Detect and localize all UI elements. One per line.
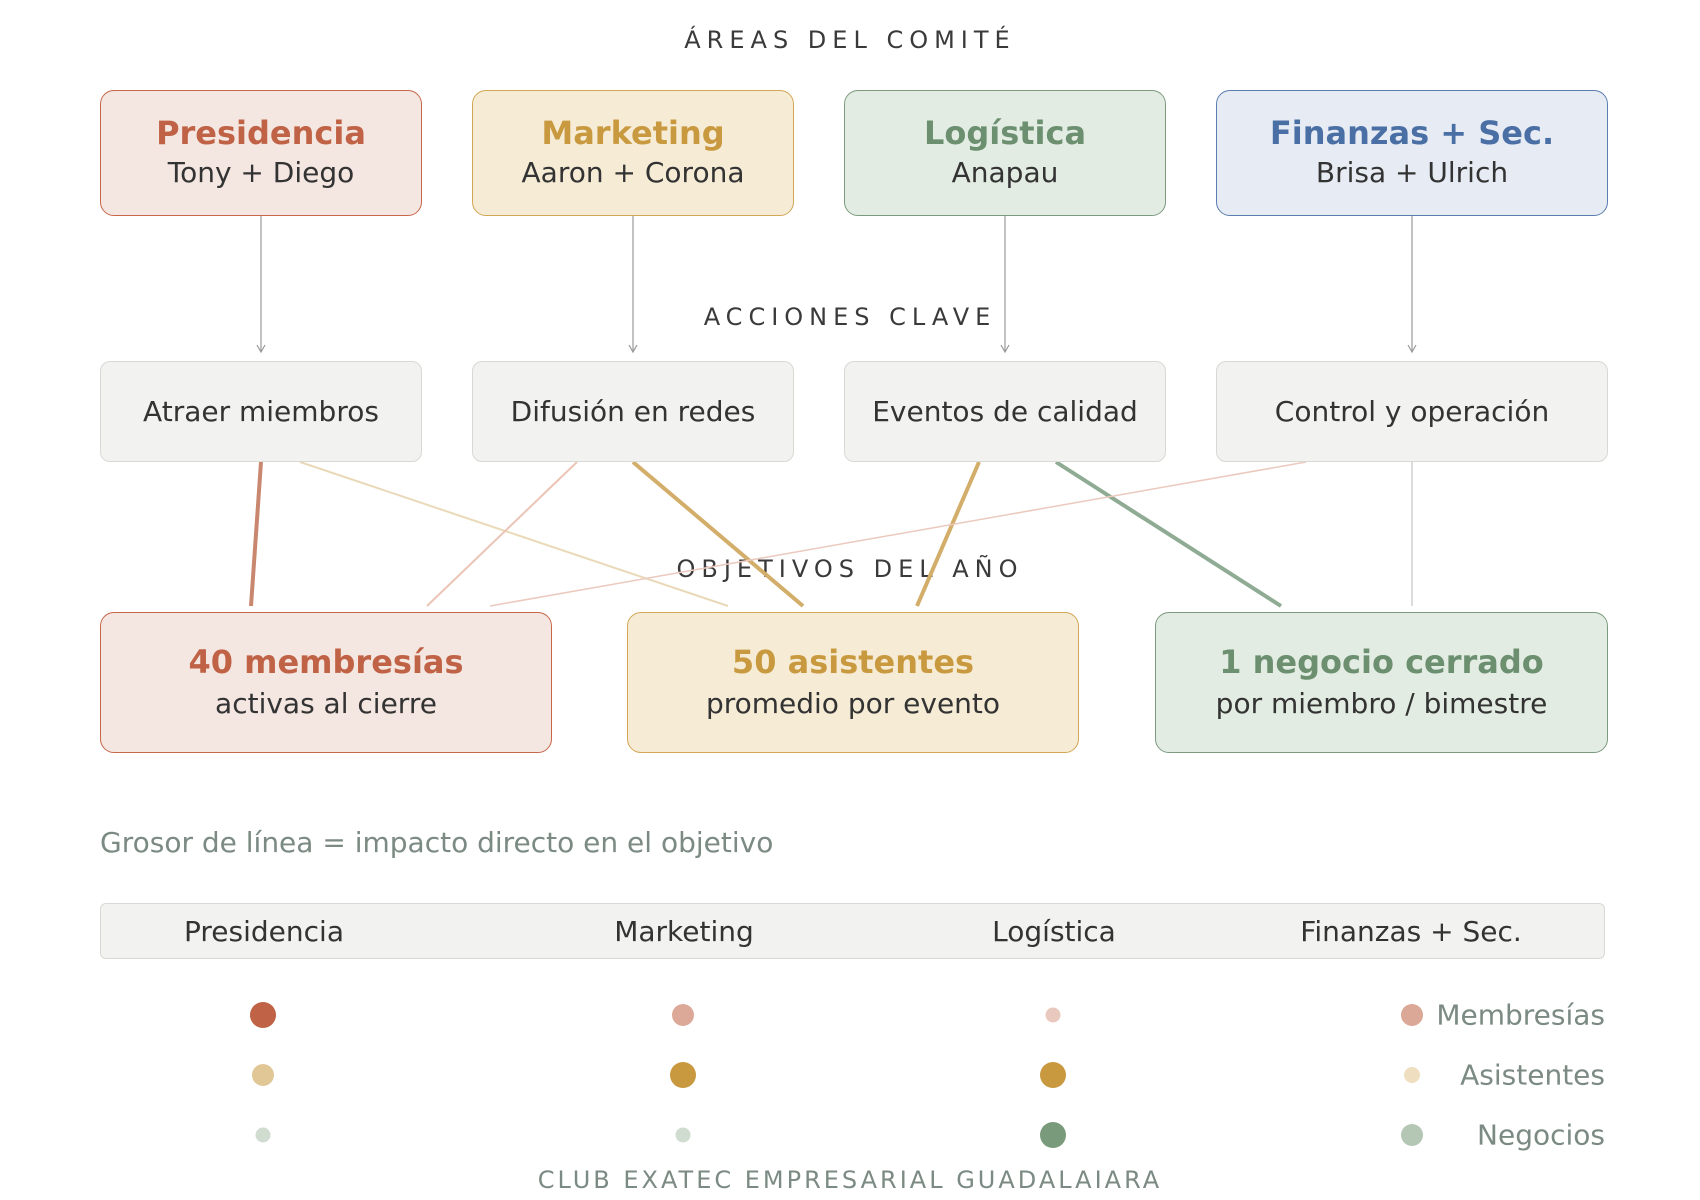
matrix-header-presidencia: Presidencia	[184, 915, 344, 948]
impact-dot-high	[1040, 1122, 1066, 1148]
area-name: Presidencia	[156, 114, 366, 152]
goal-negocio-box: 1 negocio cerrado por miembro / bimestre	[1155, 612, 1608, 753]
link-eventos-asistentes	[915, 461, 981, 607]
area-presidencia-box: Presidencia Tony + Diego	[100, 90, 422, 216]
impact-dot-high	[670, 1062, 696, 1088]
area-marketing-box: Marketing Aaron + Corona	[472, 90, 794, 216]
area-name: Finanzas + Sec.	[1269, 114, 1555, 152]
legend-dot	[1401, 1004, 1423, 1026]
legend-label: Negocios	[1477, 1118, 1605, 1152]
area-to-action-arrow-arrowhead	[1407, 344, 1417, 354]
area-people: Brisa + Ulrich	[1315, 156, 1509, 189]
action-atraer-miembros: Atraer miembros	[100, 361, 422, 462]
impact-dot-low	[675, 1127, 691, 1143]
goal-main: 40 membresías	[188, 642, 464, 681]
area-people: Aaron + Corona	[521, 156, 745, 189]
matrix-header-marketing: Marketing	[614, 915, 754, 948]
area-name: Logística	[923, 114, 1087, 152]
link-difusion-asistentes	[631, 460, 805, 608]
area-people: Tony + Diego	[167, 156, 355, 189]
areas-section-title: ÁREAS DEL COMITÉ	[684, 26, 1016, 54]
legend-dot	[1401, 1124, 1423, 1146]
impact-dot-medium	[252, 1064, 274, 1086]
goal-asistentes-box: 50 asistentes promedio por evento	[627, 612, 1079, 753]
objectives-section-title: OBJETIVOS DEL AÑO	[676, 555, 1024, 583]
area-to-action-arrow-arrowhead	[628, 344, 638, 354]
link-eventos-negocios	[1054, 460, 1283, 608]
legend-label: Asistentes	[1460, 1058, 1605, 1092]
matrix-header-logistica: Logística	[992, 915, 1116, 948]
footer-club-name: CLUB EXATEC EMPRESARIAL GUADALAIARA	[537, 1166, 1163, 1194]
link-difusion-membresias	[426, 461, 578, 607]
matrix-header: Presidencia Marketing Logística Finanzas…	[100, 903, 1605, 959]
goal-sub: activas al cierre	[215, 686, 437, 720]
link-atraer-asistentes	[299, 461, 729, 607]
link-atraer-membresias	[249, 461, 263, 607]
goal-sub: por miembro / bimestre	[1215, 686, 1548, 720]
impact-dot-high	[1040, 1062, 1066, 1088]
action-control-operacion: Control y operación	[1216, 361, 1608, 462]
action-difusion-redes: Difusión en redes	[472, 361, 794, 462]
actions-section-title: ACCIONES CLAVE	[703, 303, 997, 331]
area-name: Marketing	[541, 114, 725, 152]
impact-dot-low	[1045, 1007, 1061, 1023]
area-people: Anapau	[951, 156, 1059, 189]
area-logistica-box: Logística Anapau	[844, 90, 1166, 216]
goal-sub: promedio por evento	[705, 686, 1001, 720]
link-control-membresias	[489, 461, 1307, 607]
impact-dot-high	[250, 1002, 276, 1028]
legend-dot	[1404, 1067, 1420, 1083]
goal-main: 50 asistentes	[731, 642, 975, 681]
goal-main: 1 negocio cerrado	[1219, 642, 1544, 681]
area-finanzas-box: Finanzas + Sec. Brisa + Ulrich	[1216, 90, 1608, 216]
matrix-header-finanzas: Finanzas + Sec.	[1300, 915, 1522, 948]
area-to-action-arrow-arrowhead	[1000, 344, 1010, 354]
impact-dot-medium	[672, 1004, 694, 1026]
line-thickness-note: Grosor de línea = impacto directo en el …	[100, 826, 774, 859]
legend-label: Membresías	[1436, 998, 1605, 1032]
action-eventos-calidad: Eventos de calidad	[844, 361, 1166, 462]
impact-dot-low	[255, 1127, 271, 1143]
area-to-action-arrow-arrowhead	[256, 344, 266, 354]
goal-membresias-box: 40 membresías activas al cierre	[100, 612, 552, 753]
